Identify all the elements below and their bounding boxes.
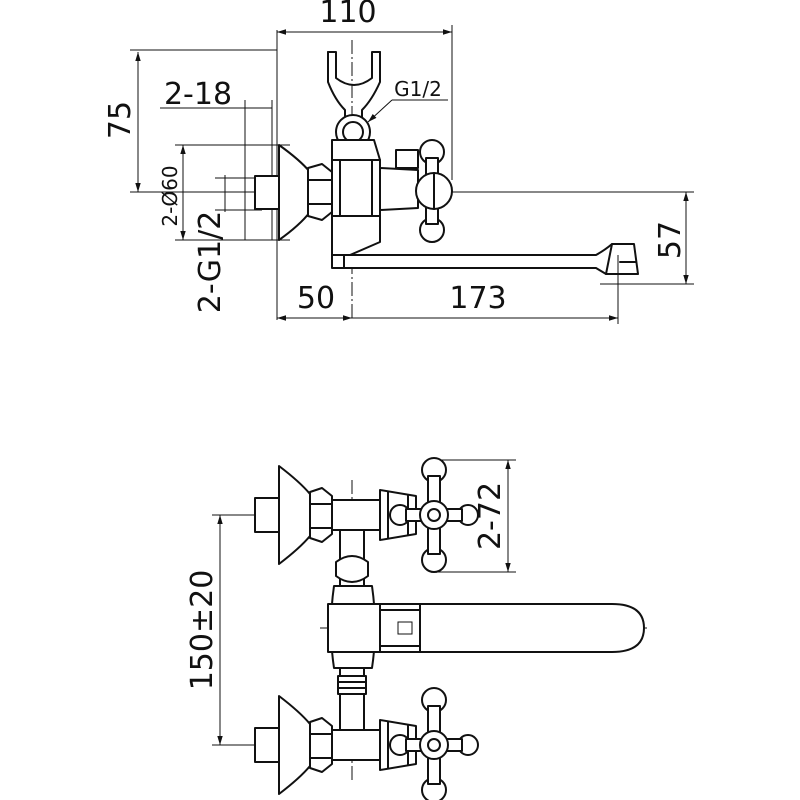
hex-nut	[307, 163, 333, 221]
shower-neck	[331, 139, 381, 161]
vertical-body	[327, 529, 381, 731]
dim-label-150: 150±20	[185, 570, 220, 691]
dim-label-173: 173	[449, 281, 506, 316]
dim-label-75: 75	[103, 101, 138, 139]
dim-label-diameter: 2-Ø60	[158, 165, 182, 226]
dim-label-thread: 2-G1/2	[193, 211, 228, 314]
cross-handle-top	[389, 457, 479, 573]
shower-holder-right	[361, 51, 381, 119]
body-ring	[337, 675, 367, 695]
front-view: 150±20 2-72	[185, 457, 650, 800]
shower-swivel-ring	[335, 555, 369, 583]
leader-g12	[367, 99, 393, 123]
spout-front	[379, 603, 645, 653]
cross-handle-bottom	[389, 687, 479, 800]
spout-root	[331, 215, 381, 256]
cross-handle-side	[415, 139, 453, 243]
shower-holder-left	[327, 51, 346, 119]
diverter-lever	[395, 149, 419, 169]
dim-label-g12: G1/2	[394, 77, 442, 101]
dim-label-50: 50	[297, 281, 335, 316]
side-view: 110 75 2-18 2-Ø60 2-G1/2 G1/2	[103, 0, 694, 324]
escutcheon	[278, 144, 311, 241]
inlet-stub	[254, 175, 280, 210]
dim-label-2-18: 2-18	[164, 77, 232, 112]
bottom-inlet-assembly	[254, 695, 417, 795]
dim-label-57: 57	[653, 221, 688, 259]
spout	[343, 243, 639, 275]
dim-label-110: 110	[319, 0, 376, 30]
valve-bonnet	[379, 167, 419, 211]
